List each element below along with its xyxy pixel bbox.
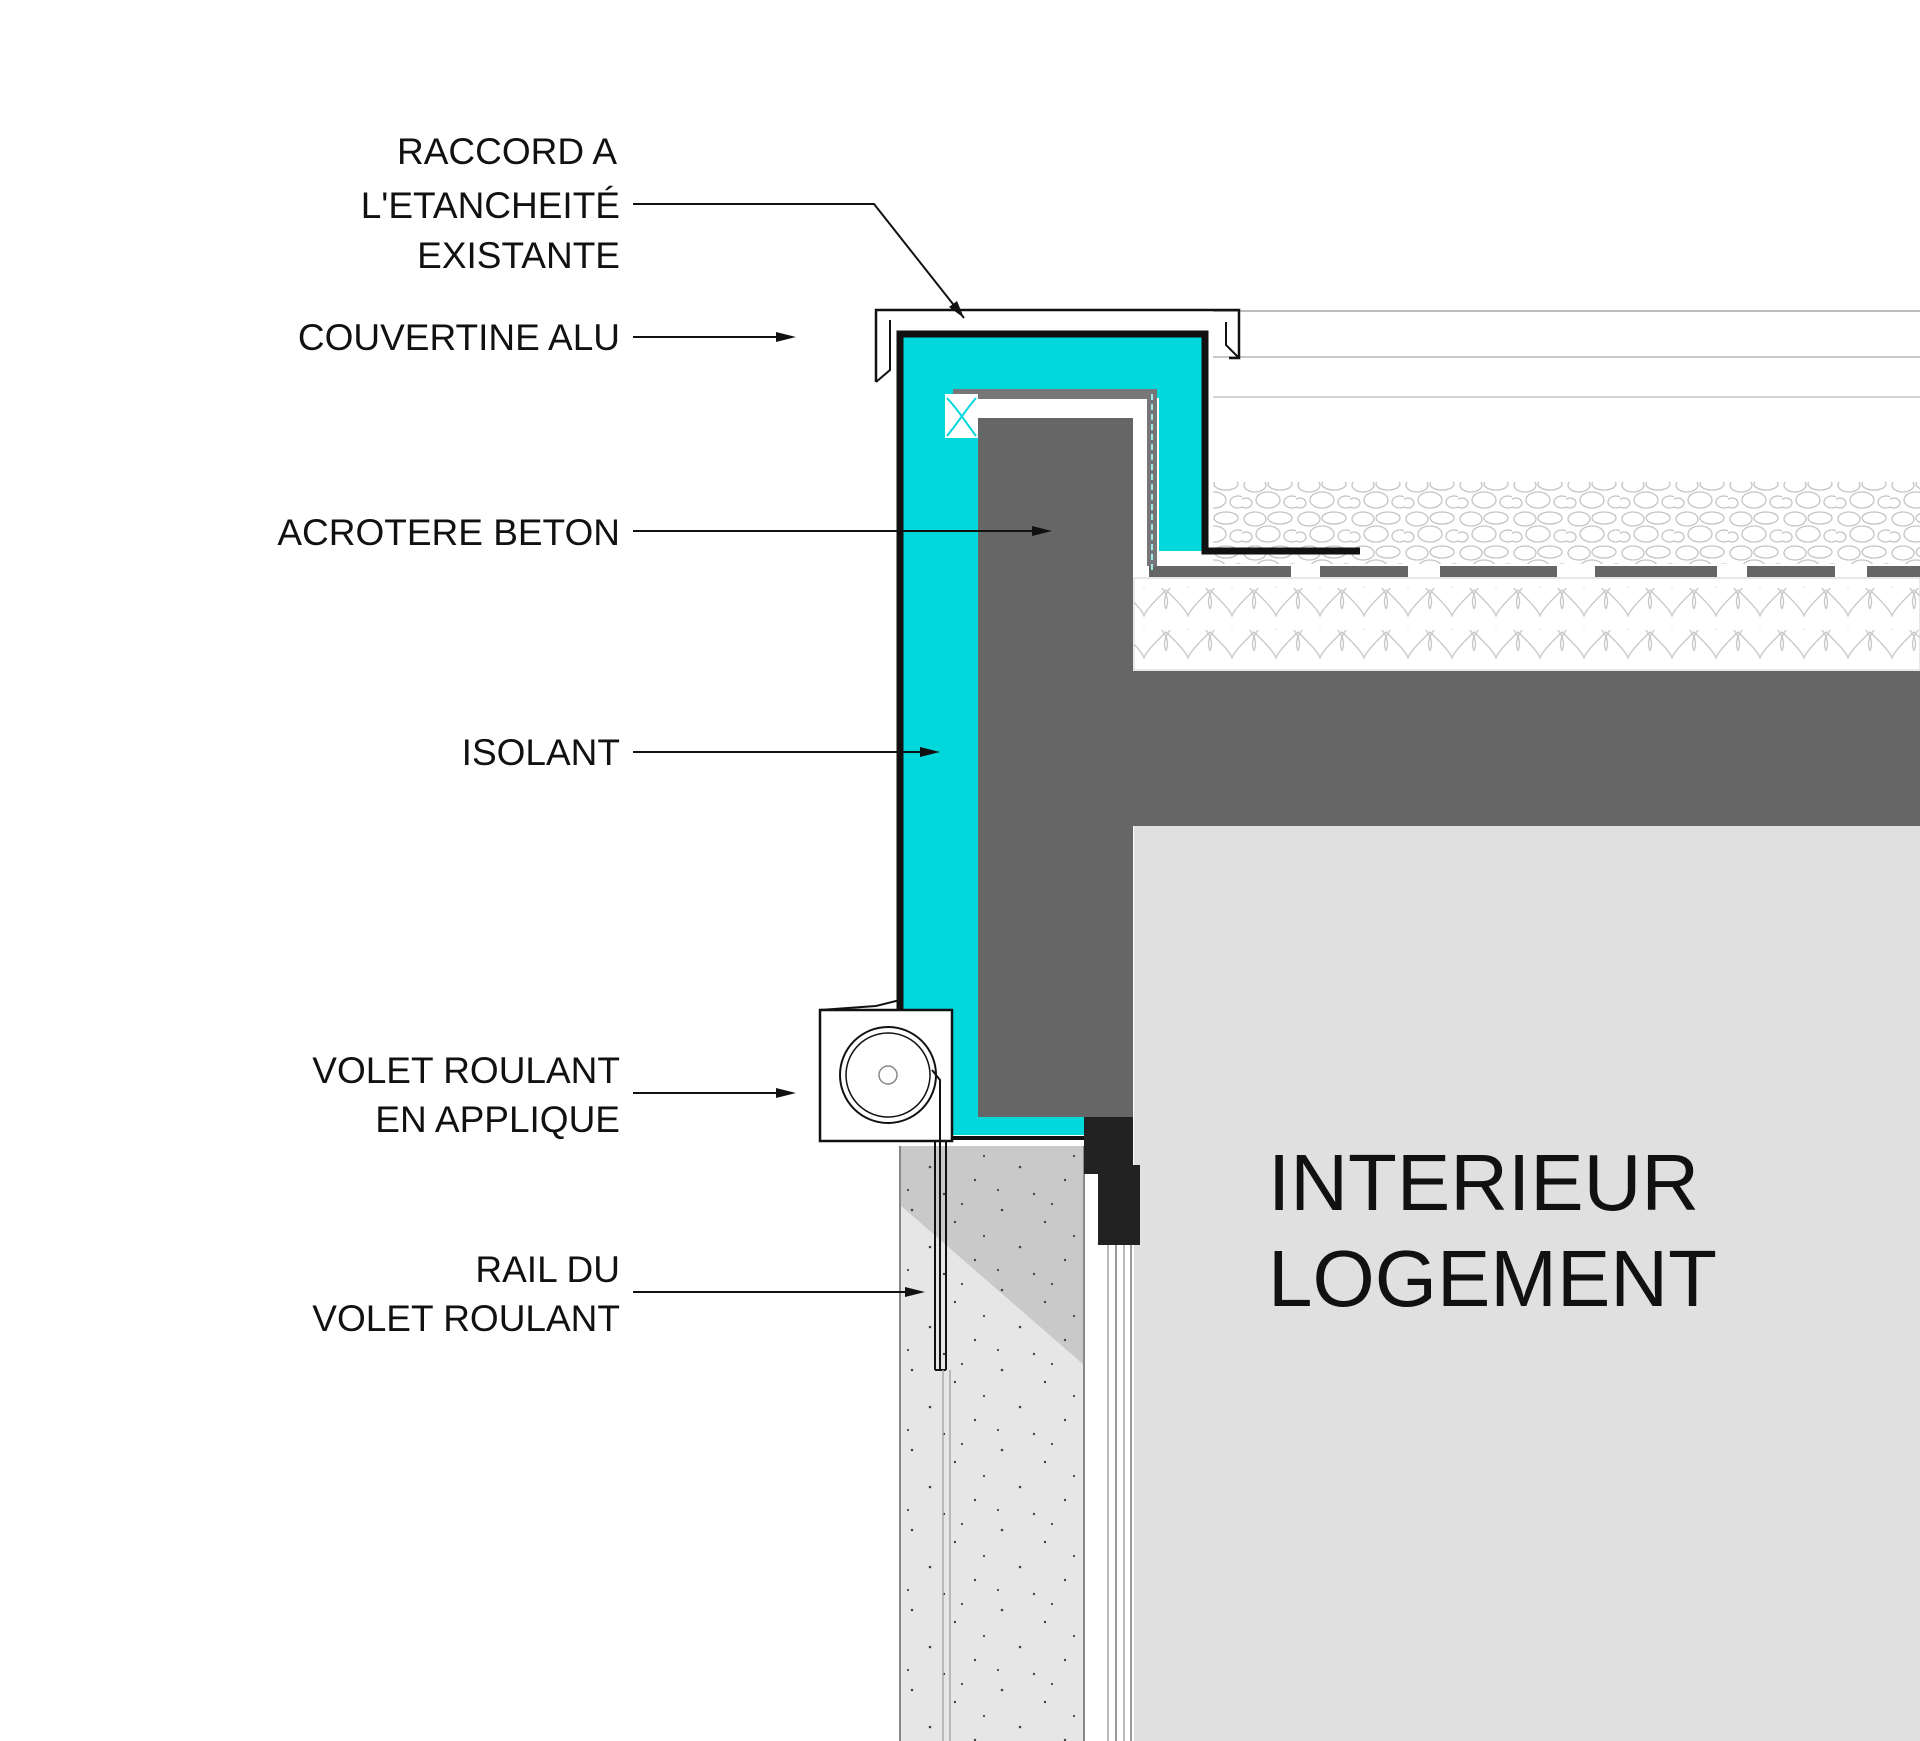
insulation-layer (900, 334, 1205, 1135)
label-rail: RAIL DU VOLET ROULANT (312, 1249, 925, 1339)
label-raccord-line2: L'ETANCHEITÉ (361, 185, 620, 226)
membrane-dashed (1149, 566, 1920, 577)
label-rail-line1: RAIL DU (475, 1249, 620, 1290)
label-raccord: RACCORD A L'ETANCHEITÉ EXISTANTE (361, 131, 965, 319)
roller-shutter-box (818, 999, 954, 1370)
roof-buildup (1133, 310, 1920, 671)
label-isolant: ISOLANT (462, 732, 940, 773)
interior-title-line2: LOGEMENT (1268, 1234, 1717, 1323)
label-rail-line2: VOLET ROULANT (312, 1298, 620, 1339)
waterproofing-membrane (896, 330, 1360, 1135)
label-volet-line1: VOLET ROULANT (312, 1050, 620, 1091)
label-isolant-text: ISOLANT (462, 732, 620, 773)
roof-insulation-layer (1134, 578, 1920, 670)
label-raccord-line3: EXISTANTE (417, 235, 620, 276)
window-frame (1084, 1117, 1140, 1741)
leader-raccord (633, 203, 965, 319)
label-couvertine-text: COUVERTINE ALU (298, 317, 620, 358)
interior-title-line1: INTERIEUR (1268, 1138, 1699, 1227)
fixing-bracket (945, 394, 978, 438)
label-volet-line2: EN APPLIQUE (375, 1099, 620, 1140)
label-raccord-line1: RACCORD A (397, 131, 617, 172)
label-volet: VOLET ROULANT EN APPLIQUE (312, 1050, 796, 1140)
couvertine-alu (874, 308, 1241, 382)
concrete-slab (978, 418, 1920, 1117)
interior-room (1134, 826, 1920, 1741)
label-acrotere: ACROTERE BETON (277, 512, 1052, 553)
label-acrotere-text: ACROTERE BETON (277, 512, 620, 553)
label-couvertine: COUVERTINE ALU (298, 317, 796, 358)
shutter-rail (934, 1140, 951, 1741)
